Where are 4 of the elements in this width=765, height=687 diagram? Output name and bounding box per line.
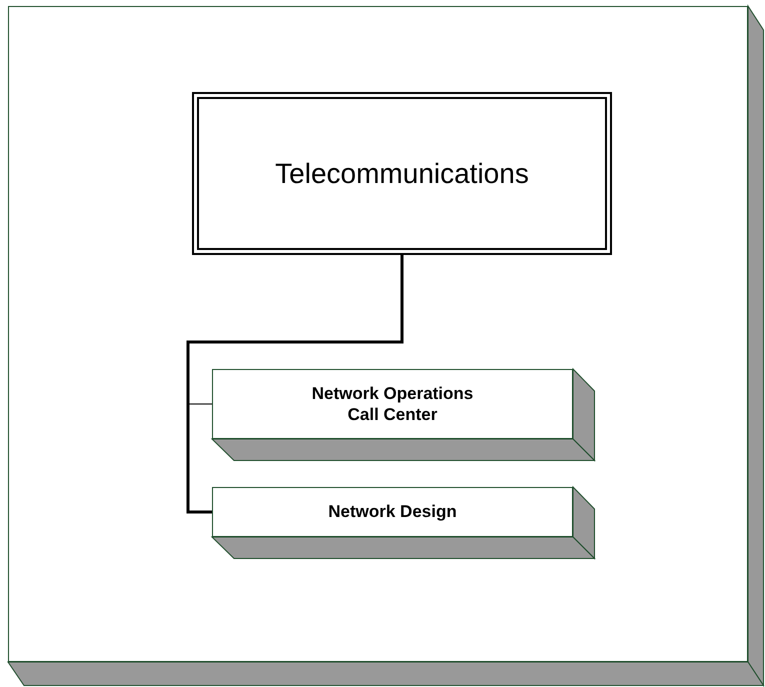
connector-line: [186, 255, 404, 514]
node-label: Telecommunications: [275, 157, 529, 191]
node-label: Network Operations Call Center: [310, 382, 474, 426]
node-label: Network Design: [328, 501, 457, 523]
